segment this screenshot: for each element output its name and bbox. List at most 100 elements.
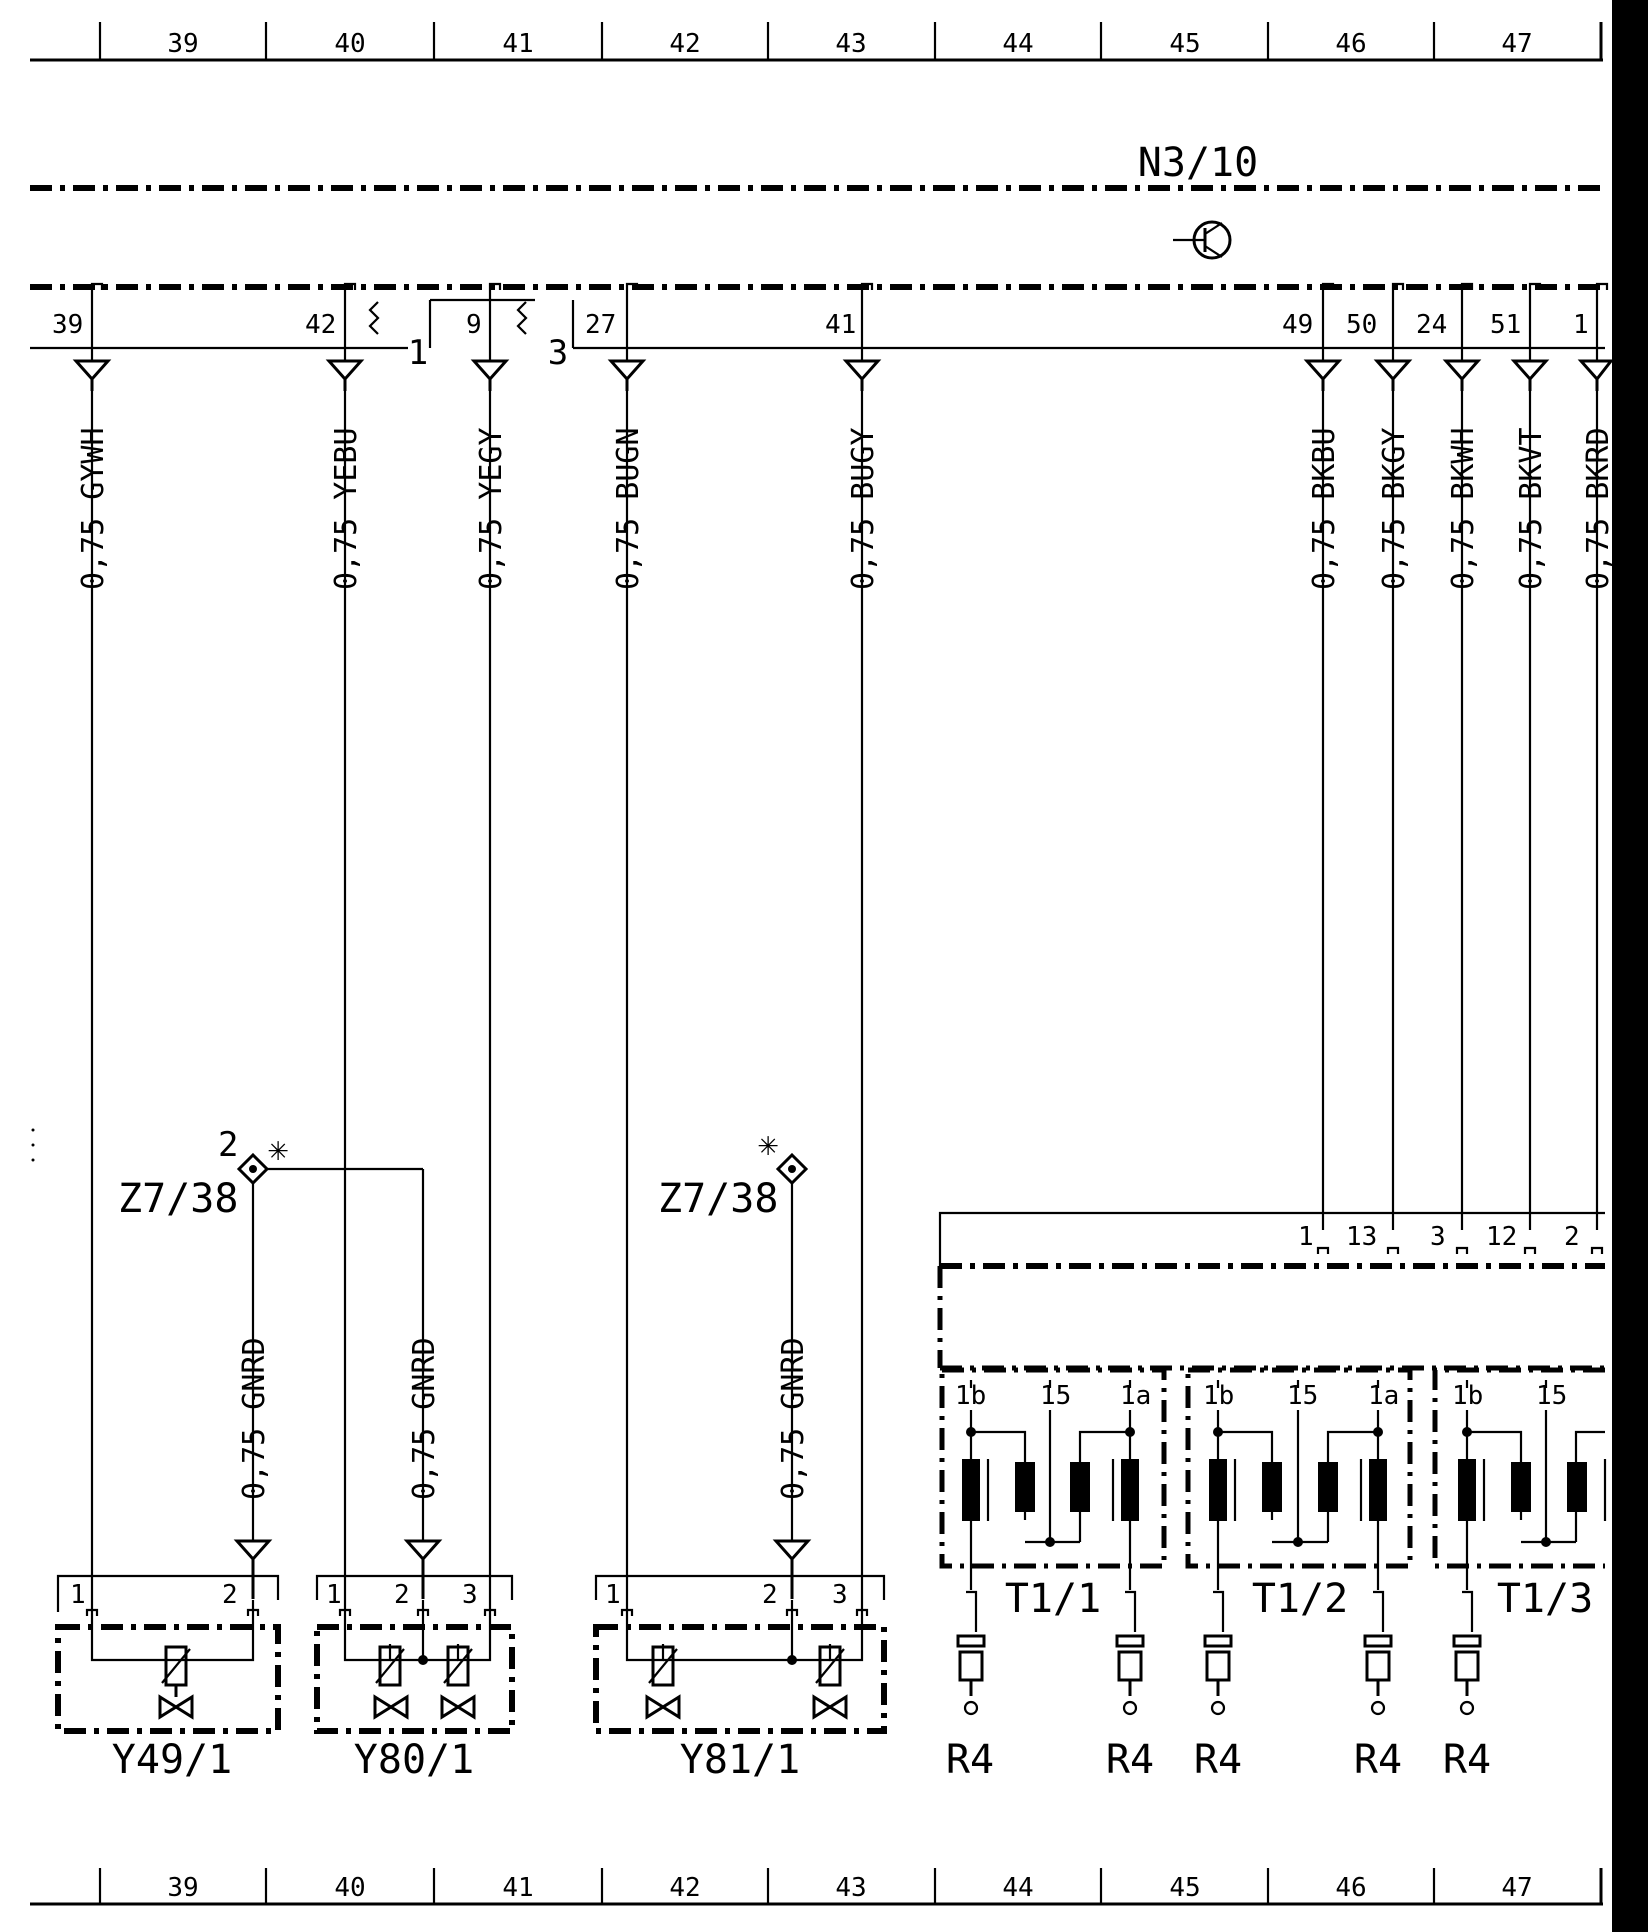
- grid-col-39: 39: [167, 29, 198, 59]
- coil-label: T1/2: [1252, 1576, 1348, 1622]
- wire-pin-42[interactable]: 42 0,75 YEBU: [305, 282, 365, 1600]
- wire-pin-51[interactable]: 51 0,75 BKVT: [1490, 282, 1550, 1230]
- spark-plug-icon: [1203, 1634, 1233, 1696]
- wire-pin-50[interactable]: 50 0,75 BKGY: [1346, 282, 1413, 1230]
- asterisk-icon: ✳: [758, 1124, 778, 1164]
- valve-y49-1[interactable]: 1 2 Y49/1: [55, 1574, 281, 1783]
- coil-label: T1/3: [1497, 1576, 1593, 1622]
- grid-col-44: 44: [1002, 29, 1033, 59]
- grid-col-39-bottom: 39: [167, 1873, 198, 1903]
- connector-label-1: 1: [408, 333, 428, 373]
- transistor-icon: [1173, 220, 1232, 260]
- valve-icon: [812, 1694, 848, 1720]
- coil-label: T1/1: [1005, 1576, 1101, 1622]
- grid-col-46: 46: [1335, 29, 1366, 59]
- spark-plug-4[interactable]: R4: [1354, 1590, 1402, 1783]
- spark-plug-1[interactable]: R4: [946, 1590, 994, 1783]
- pin-label: 49: [1282, 310, 1313, 340]
- pin-label: 3: [462, 1580, 478, 1610]
- coil-term-label: 15: [1287, 1381, 1318, 1411]
- ignition-coil-module: 1 13 3 12 2: [937, 1211, 1605, 1371]
- spark-plug-icon: [1363, 1634, 1393, 1696]
- wire-label: 0,75 BKWH: [1446, 427, 1481, 590]
- wire-label: 0,75 GNRD: [407, 1337, 442, 1500]
- pin-label: 3: [832, 1580, 848, 1610]
- coil-t1-2[interactable]: 1b 15 1a T1/2: [1185, 1367, 1413, 1622]
- grid-col-44-bottom: 44: [1002, 1873, 1033, 1903]
- pin-label: 1: [1573, 310, 1589, 340]
- wire-pin-49[interactable]: 49 0,75 BKBU: [1282, 282, 1343, 1230]
- solenoid-coil-icon: [818, 1645, 842, 1687]
- valve-icon: [645, 1694, 681, 1720]
- pin-label: 41: [825, 310, 856, 340]
- coil-term-label: 15: [1040, 1381, 1071, 1411]
- wire-pin-24[interactable]: 24 0,75 BKWH: [1416, 282, 1482, 1230]
- coil-t1-1[interactable]: 1b 15 1a T1/1: [939, 1367, 1167, 1622]
- pin-label: 24: [1416, 310, 1447, 340]
- solenoid-coil-icon: [446, 1645, 470, 1687]
- solenoid-coil-icon: [378, 1645, 402, 1687]
- grid-col-42: 42: [669, 29, 700, 59]
- connector-pin-label: 12: [1486, 1222, 1517, 1252]
- valve-y80-1[interactable]: 1 2 3 Y80/1: [314, 1574, 515, 1783]
- grid-col-45: 45: [1169, 29, 1200, 59]
- spark-plug-5[interactable]: R4: [1443, 1590, 1491, 1783]
- grid-col-47: 47: [1501, 29, 1532, 59]
- wire-pin-9[interactable]: 9 0,75 YEGY: [466, 282, 510, 1600]
- wire-label: 0,75 BKGY: [1377, 427, 1412, 590]
- valve-y81-1[interactable]: 1 2 3 Y81/1: [593, 1574, 887, 1783]
- spark-plug-2[interactable]: R4: [1106, 1590, 1154, 1783]
- valve-label: Y81/1: [680, 1737, 800, 1783]
- ground-label: Z7/38: [118, 1176, 238, 1222]
- pin-label: 2: [222, 1580, 238, 1610]
- grid-col-41-bottom: 41: [502, 1873, 533, 1903]
- spark-plug-label: R4: [1106, 1737, 1154, 1783]
- top-grid-bar: 39 40 41 42 43 44 45 46 47: [30, 22, 1603, 62]
- pin-label: 1: [605, 1580, 621, 1610]
- coil-winding-icon: [1209, 1459, 1227, 1521]
- wire-label: 0,75 YEBU: [329, 427, 364, 590]
- coil-term-label: 15: [1536, 1381, 1567, 1411]
- wire-pin-39[interactable]: 39 0,75 GYWH: [52, 282, 112, 1600]
- coil-winding-icon: [1369, 1459, 1387, 1521]
- shield-squiggle-icon: [368, 301, 380, 335]
- wire-label: 0,75 BKRD: [1581, 427, 1616, 590]
- pin-label: 39: [52, 310, 83, 340]
- valve-icon: [373, 1694, 409, 1720]
- ground-point-z7-38-left: 2 ✳ Z7/38 0,75 GNRD 0,75 GNRD: [118, 1125, 443, 1599]
- left-margin-marks: [31, 1128, 35, 1162]
- wire-pin-1[interactable]: 1 0,75 BKRD: [1573, 282, 1616, 1230]
- pin-label: 1: [70, 1580, 86, 1610]
- asterisk-icon: ✳: [268, 1129, 288, 1169]
- spark-plugs: R4 R4 R4 R4 R4: [946, 1590, 1491, 1783]
- valve-icon: [440, 1694, 476, 1720]
- wire-label: 0,75 GNRD: [237, 1337, 272, 1500]
- spark-plug-icon: [1115, 1634, 1145, 1696]
- wire-pin-27[interactable]: 27 0,75 BUGN: [585, 282, 647, 1600]
- right-border: [1612, 0, 1648, 1932]
- ground-point-z7-38-right: ✳ Z7/38 0,75 GNRD: [658, 1124, 812, 1599]
- wire-pin-41[interactable]: 41 0,75 BUGY: [825, 282, 882, 1600]
- coil-t1-3[interactable]: 1b 15 T1/3: [1432, 1367, 1607, 1622]
- grid-col-41: 41: [502, 29, 533, 59]
- pin-label: 2: [394, 1580, 410, 1610]
- grid-col-40-bottom: 40: [334, 1873, 365, 1903]
- valve-label: Y49/1: [112, 1737, 232, 1783]
- spark-plug-icon: [956, 1634, 986, 1696]
- grid-col-45-bottom: 45: [1169, 1873, 1200, 1903]
- pin-label: 2: [762, 1580, 778, 1610]
- grid-col-47-bottom: 47: [1501, 1873, 1532, 1903]
- spark-plug-3[interactable]: R4: [1194, 1590, 1242, 1783]
- wire-label: 0,75 BKBU: [1307, 427, 1342, 590]
- coil-winding-icon: [962, 1459, 980, 1521]
- connector-pin-label: 13: [1346, 1222, 1377, 1252]
- pin-label: 1: [326, 1580, 342, 1610]
- valve-label: Y80/1: [354, 1737, 474, 1783]
- ground-label: Z7/38: [658, 1176, 778, 1222]
- pin-label: 51: [1490, 310, 1521, 340]
- wire-label: 0,75 BUGN: [611, 427, 646, 590]
- wire-label: 0,75 GYWH: [76, 427, 111, 590]
- spark-plug-icon: [1452, 1634, 1482, 1696]
- grid-col-40: 40: [334, 29, 365, 59]
